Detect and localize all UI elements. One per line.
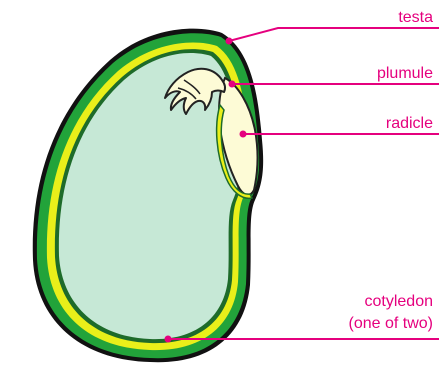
leader-radicle-dot <box>240 131 247 138</box>
leader-plumule-dot <box>229 81 236 88</box>
label-radicle: radicle <box>386 115 433 132</box>
label-cotyledon-note: (one of two) <box>349 315 433 332</box>
leader-testa <box>229 28 439 41</box>
leader-testa-dot <box>226 38 233 45</box>
label-cotyledon: cotyledon <box>365 293 434 310</box>
labels: testa plumule radicle cotyledon (one of … <box>349 9 434 332</box>
label-plumule: plumule <box>377 65 433 82</box>
label-testa: testa <box>398 9 433 26</box>
leader-cotyledon-dot <box>165 336 172 343</box>
seed-body <box>33 29 263 363</box>
